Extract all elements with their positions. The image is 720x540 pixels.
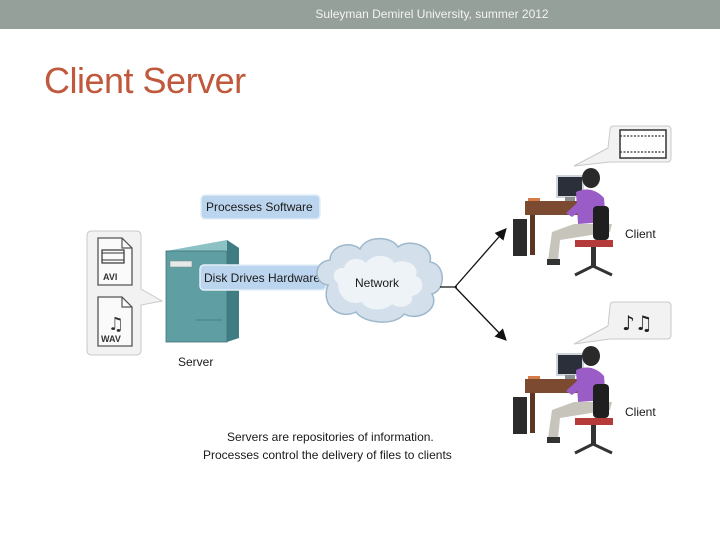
wav-file-icon: ♫ WAV bbox=[97, 296, 133, 347]
caption-line-2: Processes control the delivery of files … bbox=[203, 448, 452, 462]
caption-line-1: Servers are repositories of information. bbox=[227, 430, 434, 444]
server-label: Server bbox=[178, 355, 213, 369]
client-computer-top bbox=[513, 168, 613, 277]
header-text: Suleyman Demirel University, summer 2012 bbox=[315, 7, 549, 21]
disk-drives-hardware-box: Disk Drives Hardware bbox=[199, 264, 327, 291]
arrow-to-top-client bbox=[454, 228, 507, 288]
server-icon bbox=[165, 240, 239, 343]
files-callout: AVI ♫ WAV bbox=[86, 230, 164, 356]
disk-drives-hardware-label: Disk Drives Hardware bbox=[204, 271, 320, 285]
processes-software-label: Processes Software bbox=[206, 200, 313, 214]
client-computer-bottom bbox=[513, 346, 613, 455]
network-cloud-icon bbox=[316, 237, 443, 323]
client-top-label: Client bbox=[625, 227, 656, 241]
audio-callout: ♪♫ bbox=[573, 301, 672, 345]
video-frame-icon bbox=[619, 129, 667, 159]
arrow-to-bottom-client bbox=[454, 286, 507, 341]
slide-title: Client Server bbox=[44, 60, 246, 101]
music-note-icon: ♫ bbox=[108, 314, 124, 335]
video-callout bbox=[573, 125, 672, 167]
client-bottom-label: Client bbox=[625, 405, 656, 419]
processes-software-box: Processes Software bbox=[200, 194, 321, 220]
avi-file-icon: AVI bbox=[97, 237, 133, 286]
avi-label: AVI bbox=[103, 272, 117, 282]
slide-header-bar: Suleyman Demirel University, summer 2012 bbox=[0, 0, 720, 29]
wav-label: WAV bbox=[101, 334, 121, 344]
network-label: Network bbox=[355, 276, 400, 290]
music-notes-icon: ♪♫ bbox=[622, 311, 653, 335]
